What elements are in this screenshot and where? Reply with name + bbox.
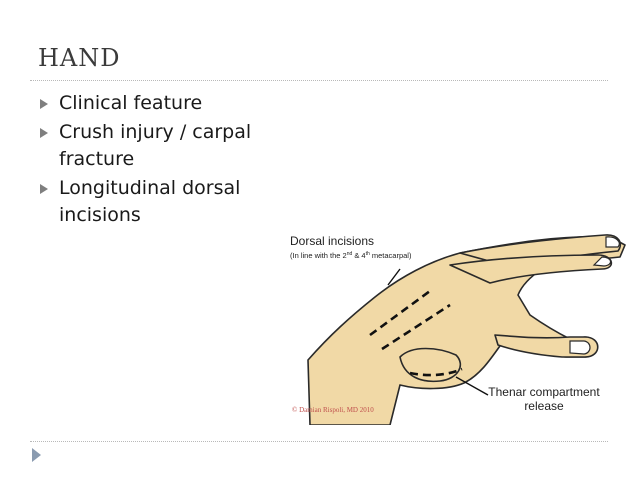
finger-nails	[569, 236, 620, 355]
footer-arrow-icon	[32, 448, 41, 462]
bullet-arrow-icon	[40, 184, 48, 194]
hand-drawing	[307, 234, 626, 425]
thenar-leader-line	[455, 376, 489, 396]
bullet-list: Clinical feature Crush injury / carpal f…	[40, 90, 280, 231]
thenar-label-line2: release	[524, 399, 564, 413]
bullet-item: Clinical feature	[40, 90, 280, 117]
bullet-arrow-icon	[40, 99, 48, 109]
thenar-label-line1: Thenar compartment	[488, 385, 600, 399]
bullet-arrow-icon	[40, 128, 48, 138]
bullet-item: Crush injury / carpal fracture	[40, 119, 280, 173]
dorsal-leader-line	[387, 268, 401, 286]
title-divider	[30, 80, 608, 81]
hand-illustration: Dorsal incisions (In line with the 2nd &…	[290, 234, 626, 425]
bullet-text: Longitudinal dorsal incisions	[59, 177, 241, 226]
thenar-incision-line	[409, 367, 463, 377]
dorsal-incision-lines	[369, 289, 451, 351]
dorsal-incisions-sublabel: (In line with the 2nd & 4th metacarpal)	[290, 251, 412, 260]
bullet-text: Crush injury / carpal fracture	[59, 121, 252, 170]
copyright-text: © Damian Rispoli, MD 2010	[292, 406, 374, 414]
bullet-item: Longitudinal dorsal incisions	[40, 175, 280, 229]
bullet-text: Clinical feature	[59, 92, 203, 114]
dorsal-incisions-label: Dorsal incisions	[290, 234, 374, 248]
slide-title: HAND	[38, 44, 121, 72]
footer-divider	[30, 441, 608, 442]
